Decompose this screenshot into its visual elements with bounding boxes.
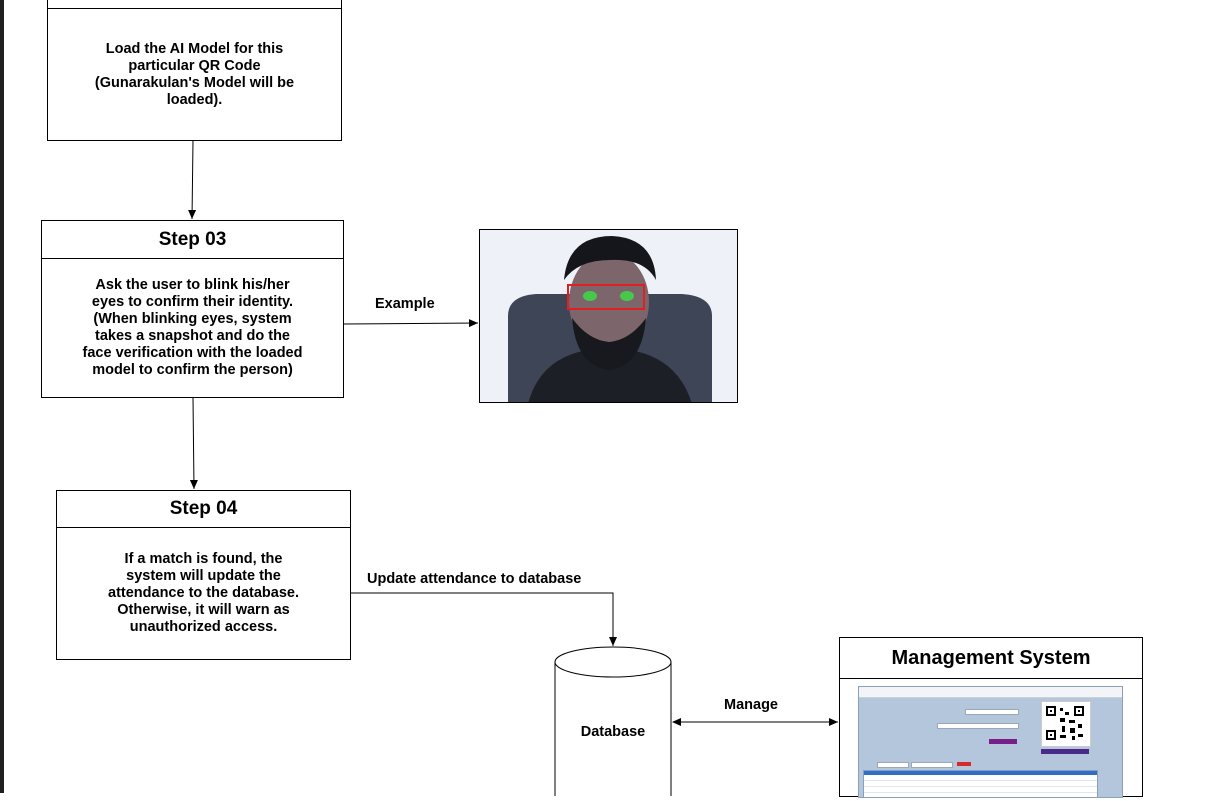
screenshot-field: [965, 709, 1019, 715]
step02-header: [48, 0, 341, 9]
screenshot-button: [989, 739, 1017, 744]
management-system-title: Management System: [840, 638, 1142, 679]
edge-label-example: Example: [375, 296, 435, 312]
screenshot-table: [863, 770, 1098, 797]
step04-body: If a match is found, the system will upd…: [108, 551, 299, 635]
step02-box: Load the AI Model for this particular QR…: [47, 0, 342, 141]
database-cylinder: Database: [554, 646, 672, 796]
management-system-box: Management System: [839, 637, 1143, 798]
step03-title: Step 03: [42, 221, 343, 259]
left-border-bar: [0, 0, 4, 793]
step02-body: Load the AI Model for this particular QR…: [94, 40, 295, 108]
step04-title: Step 04: [57, 491, 350, 528]
management-system-screenshot: [858, 686, 1123, 798]
eye-detection-box: [567, 284, 645, 310]
screenshot-field: [911, 762, 953, 768]
arrow-step04-to-database: [351, 592, 617, 646]
arrow-step02-to-step03: [188, 140, 197, 220]
step03-body: Ask the user to blink his/her eyes to co…: [82, 277, 303, 378]
qr-code-icon: [1041, 701, 1091, 747]
database-icon: [554, 646, 672, 796]
screenshot-field: [937, 723, 1019, 729]
step04-box: Step 04 If a match is found, the system …: [56, 490, 351, 660]
arrow-step03-to-example: [343, 319, 479, 328]
screenshot-field: [877, 762, 909, 768]
step03-box: Step 03 Ask the user to blink his/her ey…: [41, 220, 344, 398]
screenshot-titlebar: [859, 687, 1122, 698]
example-face-photo: [479, 229, 738, 403]
face-illustration: [480, 230, 737, 402]
database-label: Database: [580, 724, 646, 740]
screenshot-button: [957, 762, 971, 766]
edge-label-manage: Manage: [724, 697, 778, 713]
screenshot-button: [1041, 749, 1089, 754]
edge-label-update-attendance: Update attendance to database: [367, 571, 582, 587]
arrow-step03-to-step04: [189, 397, 198, 490]
